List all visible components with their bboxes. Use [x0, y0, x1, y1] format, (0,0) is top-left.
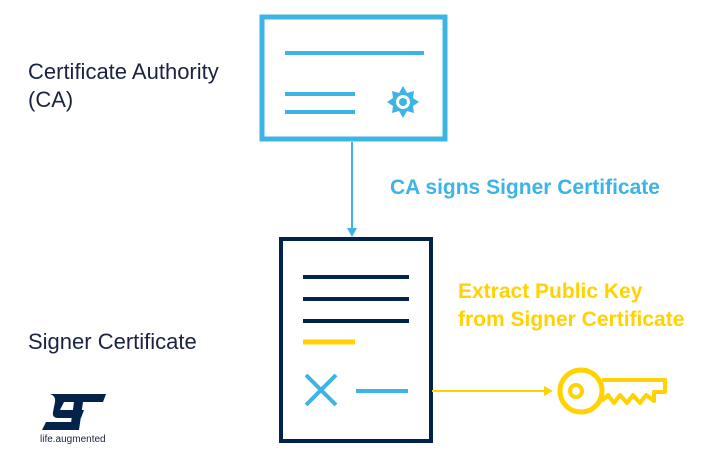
sign-arrow [347, 142, 357, 237]
logo-tagline: life.augmented [40, 434, 106, 445]
sign-step-label: CA signs Signer Certificate [390, 176, 660, 199]
extract-step-label: Extract Public Key from Signer Certifica… [458, 278, 684, 334]
st-logo [42, 394, 106, 430]
extract-arrow [432, 386, 553, 396]
key-icon [557, 367, 667, 415]
ca-certificate [259, 14, 448, 142]
ca-label-line2: (CA) [28, 87, 74, 112]
extract-step-line2: from Signer Certificate [458, 308, 685, 331]
ca-label: Certificate Authority (CA) [28, 58, 219, 114]
ca-label-line1: Certificate Authority [28, 59, 219, 84]
cross-icon [304, 373, 338, 407]
seal-icon [387, 86, 419, 118]
signer-certificate [279, 237, 433, 443]
signer-label: Signer Certificate [28, 329, 197, 354]
extract-step-line1: Extract Public Key [458, 280, 643, 303]
